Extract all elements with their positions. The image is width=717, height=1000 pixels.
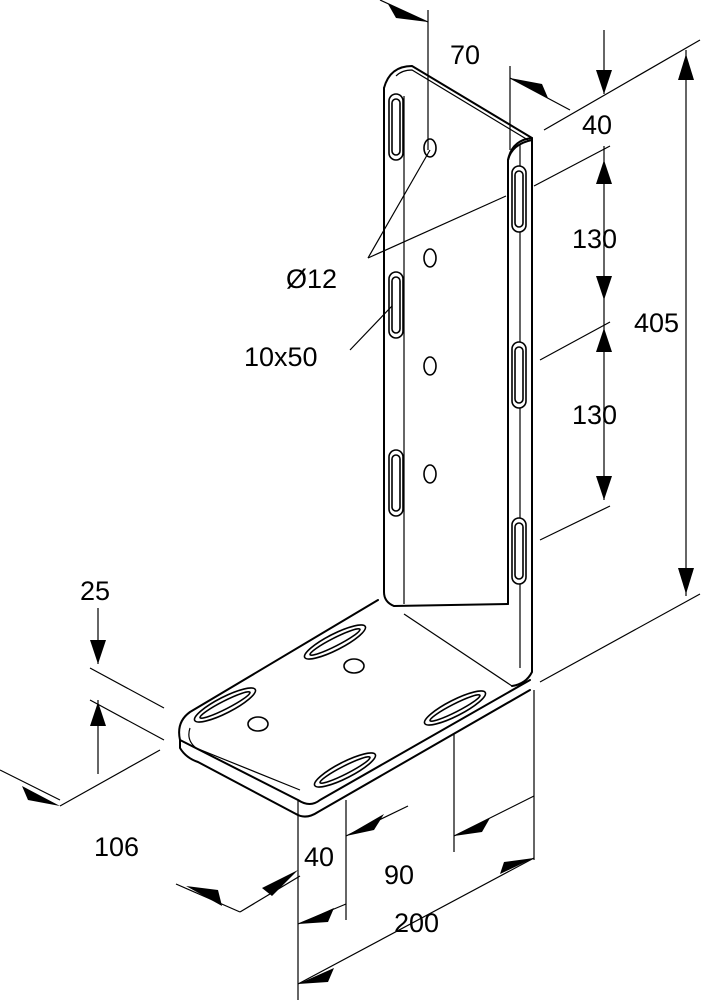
flange-slots xyxy=(511,165,527,585)
dim-405: 405 xyxy=(634,308,679,338)
dim-slot-size: 10x50 xyxy=(244,342,318,372)
dim-40-top: 40 xyxy=(582,110,612,140)
dim-130-lower: 130 xyxy=(572,400,617,430)
dim-25: 25 xyxy=(80,576,110,606)
round-holes xyxy=(423,138,437,484)
dim-200: 200 xyxy=(394,908,439,938)
dimension-labels: 70 40 130 130 405 Ø12 10x50 25 106 40 90… xyxy=(80,40,679,938)
dim-90: 90 xyxy=(384,860,414,890)
dim-70: 70 xyxy=(450,40,480,70)
base-plate xyxy=(178,599,531,818)
dimension-lines xyxy=(0,0,701,1000)
dim-hole-diameter: Ø12 xyxy=(286,264,337,294)
vertical-plate xyxy=(383,65,533,687)
vertical-slots xyxy=(388,93,404,517)
dim-130-upper: 130 xyxy=(572,224,617,254)
dim-40-base: 40 xyxy=(304,842,334,872)
dim-106: 106 xyxy=(94,832,139,862)
